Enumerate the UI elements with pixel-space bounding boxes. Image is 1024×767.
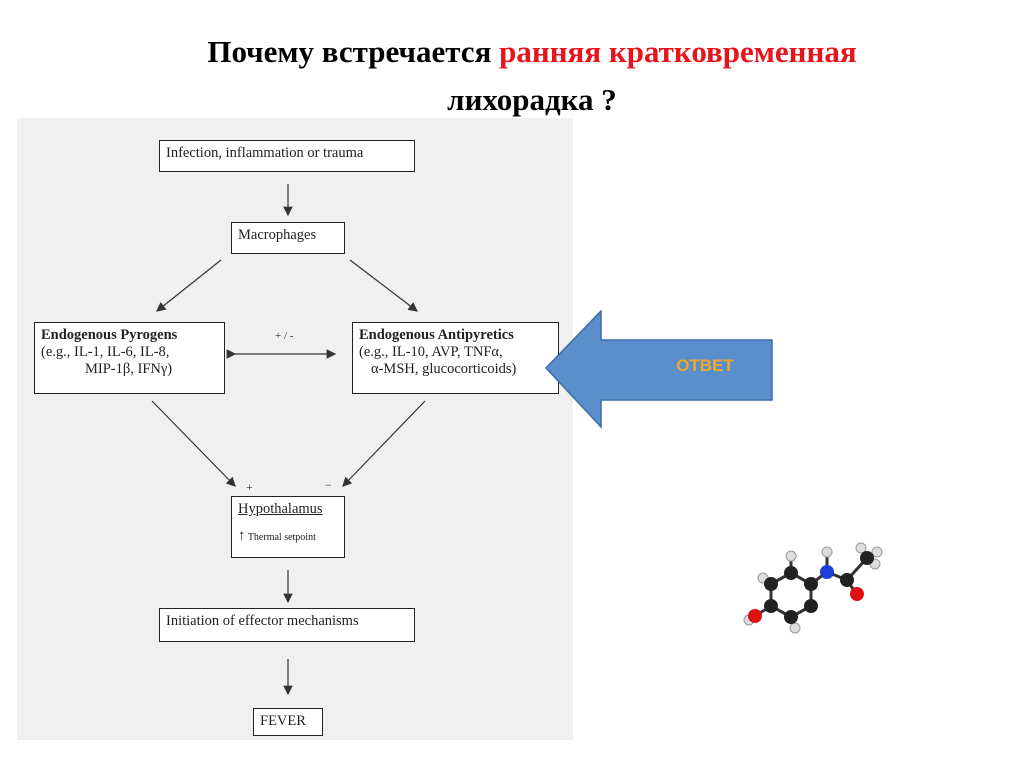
node-fever-label: FEVER [260,713,306,729]
antipyretics-title: Endogenous Antipyretics [359,327,514,343]
node-hypothalamus: Hypothalamus ↑ Thermal setpoint [231,496,345,558]
answer-label: ОТВЕТ [676,356,734,375]
node-macrophages: Macrophages [231,222,345,254]
title-part2: лихорадка ? [447,82,617,117]
page-title: Почему встречается ранняя кратковременна… [0,28,1024,124]
thermal-setpoint-row: ↑ Thermal setpoint [238,528,338,545]
antipyretics-line2: α-MSH, glucocorticoids) [371,361,517,377]
arrow-pyrogens-to-hypothalamus [151,400,236,487]
minus-label: − [325,478,332,492]
antipyretics-line1: (e.g., IL-10, AVP, TNFα, [359,344,503,360]
node-infection-label: Infection, inflammation or trauma [166,145,364,161]
node-effector-label: Initiation of effector mechanisms [166,613,359,629]
node-macrophages-label: Macrophages [238,227,317,243]
title-highlight: ранняя кратковременная [499,34,857,69]
node-effector: Initiation of effector mechanisms [159,608,415,642]
flowchart-arrows [151,184,426,696]
pyrogens-title: Endogenous Pyrogens [41,327,178,343]
plus-label: + [246,480,253,494]
hypothalamus-label: Hypothalamus [238,501,323,517]
node-pyrogens: Endogenous Pyrogens (e.g., IL-1, IL-6, I… [34,322,225,394]
node-infection: Infection, inflammation or trauma [159,140,415,172]
plus-minus-label: + / - [275,330,294,342]
node-fever: FEVER [253,708,323,736]
answer-arrow-shape [545,310,773,429]
title-part1: Почему встречается [207,34,500,69]
arrow-macrophages-to-antipyretics [349,259,418,312]
pyrogens-line2: MIP-1β, IFNγ) [85,361,173,377]
paracetamol-molecule-icon [743,542,883,634]
up-arrow-icon: ↑ [238,528,246,544]
pyrogens-line1: (e.g., IL-1, IL-6, IL-8, [41,344,170,360]
thermal-setpoint-label: Thermal setpoint [247,532,316,543]
node-antipyretics: Endogenous Antipyretics (e.g., IL-10, AV… [352,322,559,394]
arrow-macrophages-to-pyrogens [156,259,222,312]
fever-flowchart: Infection, inflammation or trauma Macrop… [17,118,573,740]
arrow-antipyretics-to-hypothalamus [342,400,426,487]
